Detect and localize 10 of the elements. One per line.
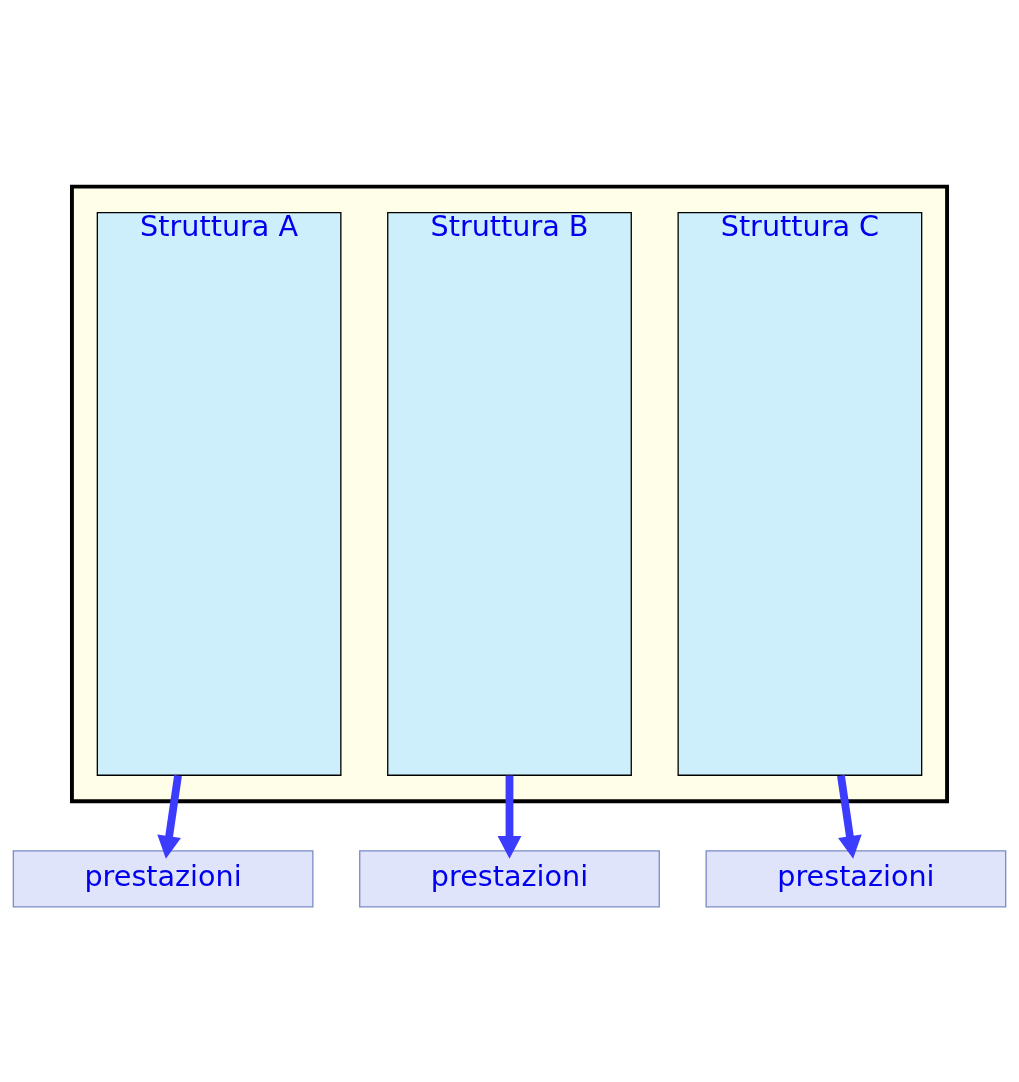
cluster: [69, 184, 950, 803]
node-box: Struttura C: [677, 211, 923, 776]
arrow: [157, 774, 182, 859]
arrow: [497, 775, 522, 859]
node-box: Struttura B: [387, 211, 632, 776]
node-box: prestazioni: [705, 849, 1007, 907]
node-box: Struttura A: [96, 211, 342, 776]
node-box: prestazioni: [359, 849, 660, 907]
arrow: [837, 774, 862, 859]
node-box: prestazioni: [12, 849, 314, 907]
